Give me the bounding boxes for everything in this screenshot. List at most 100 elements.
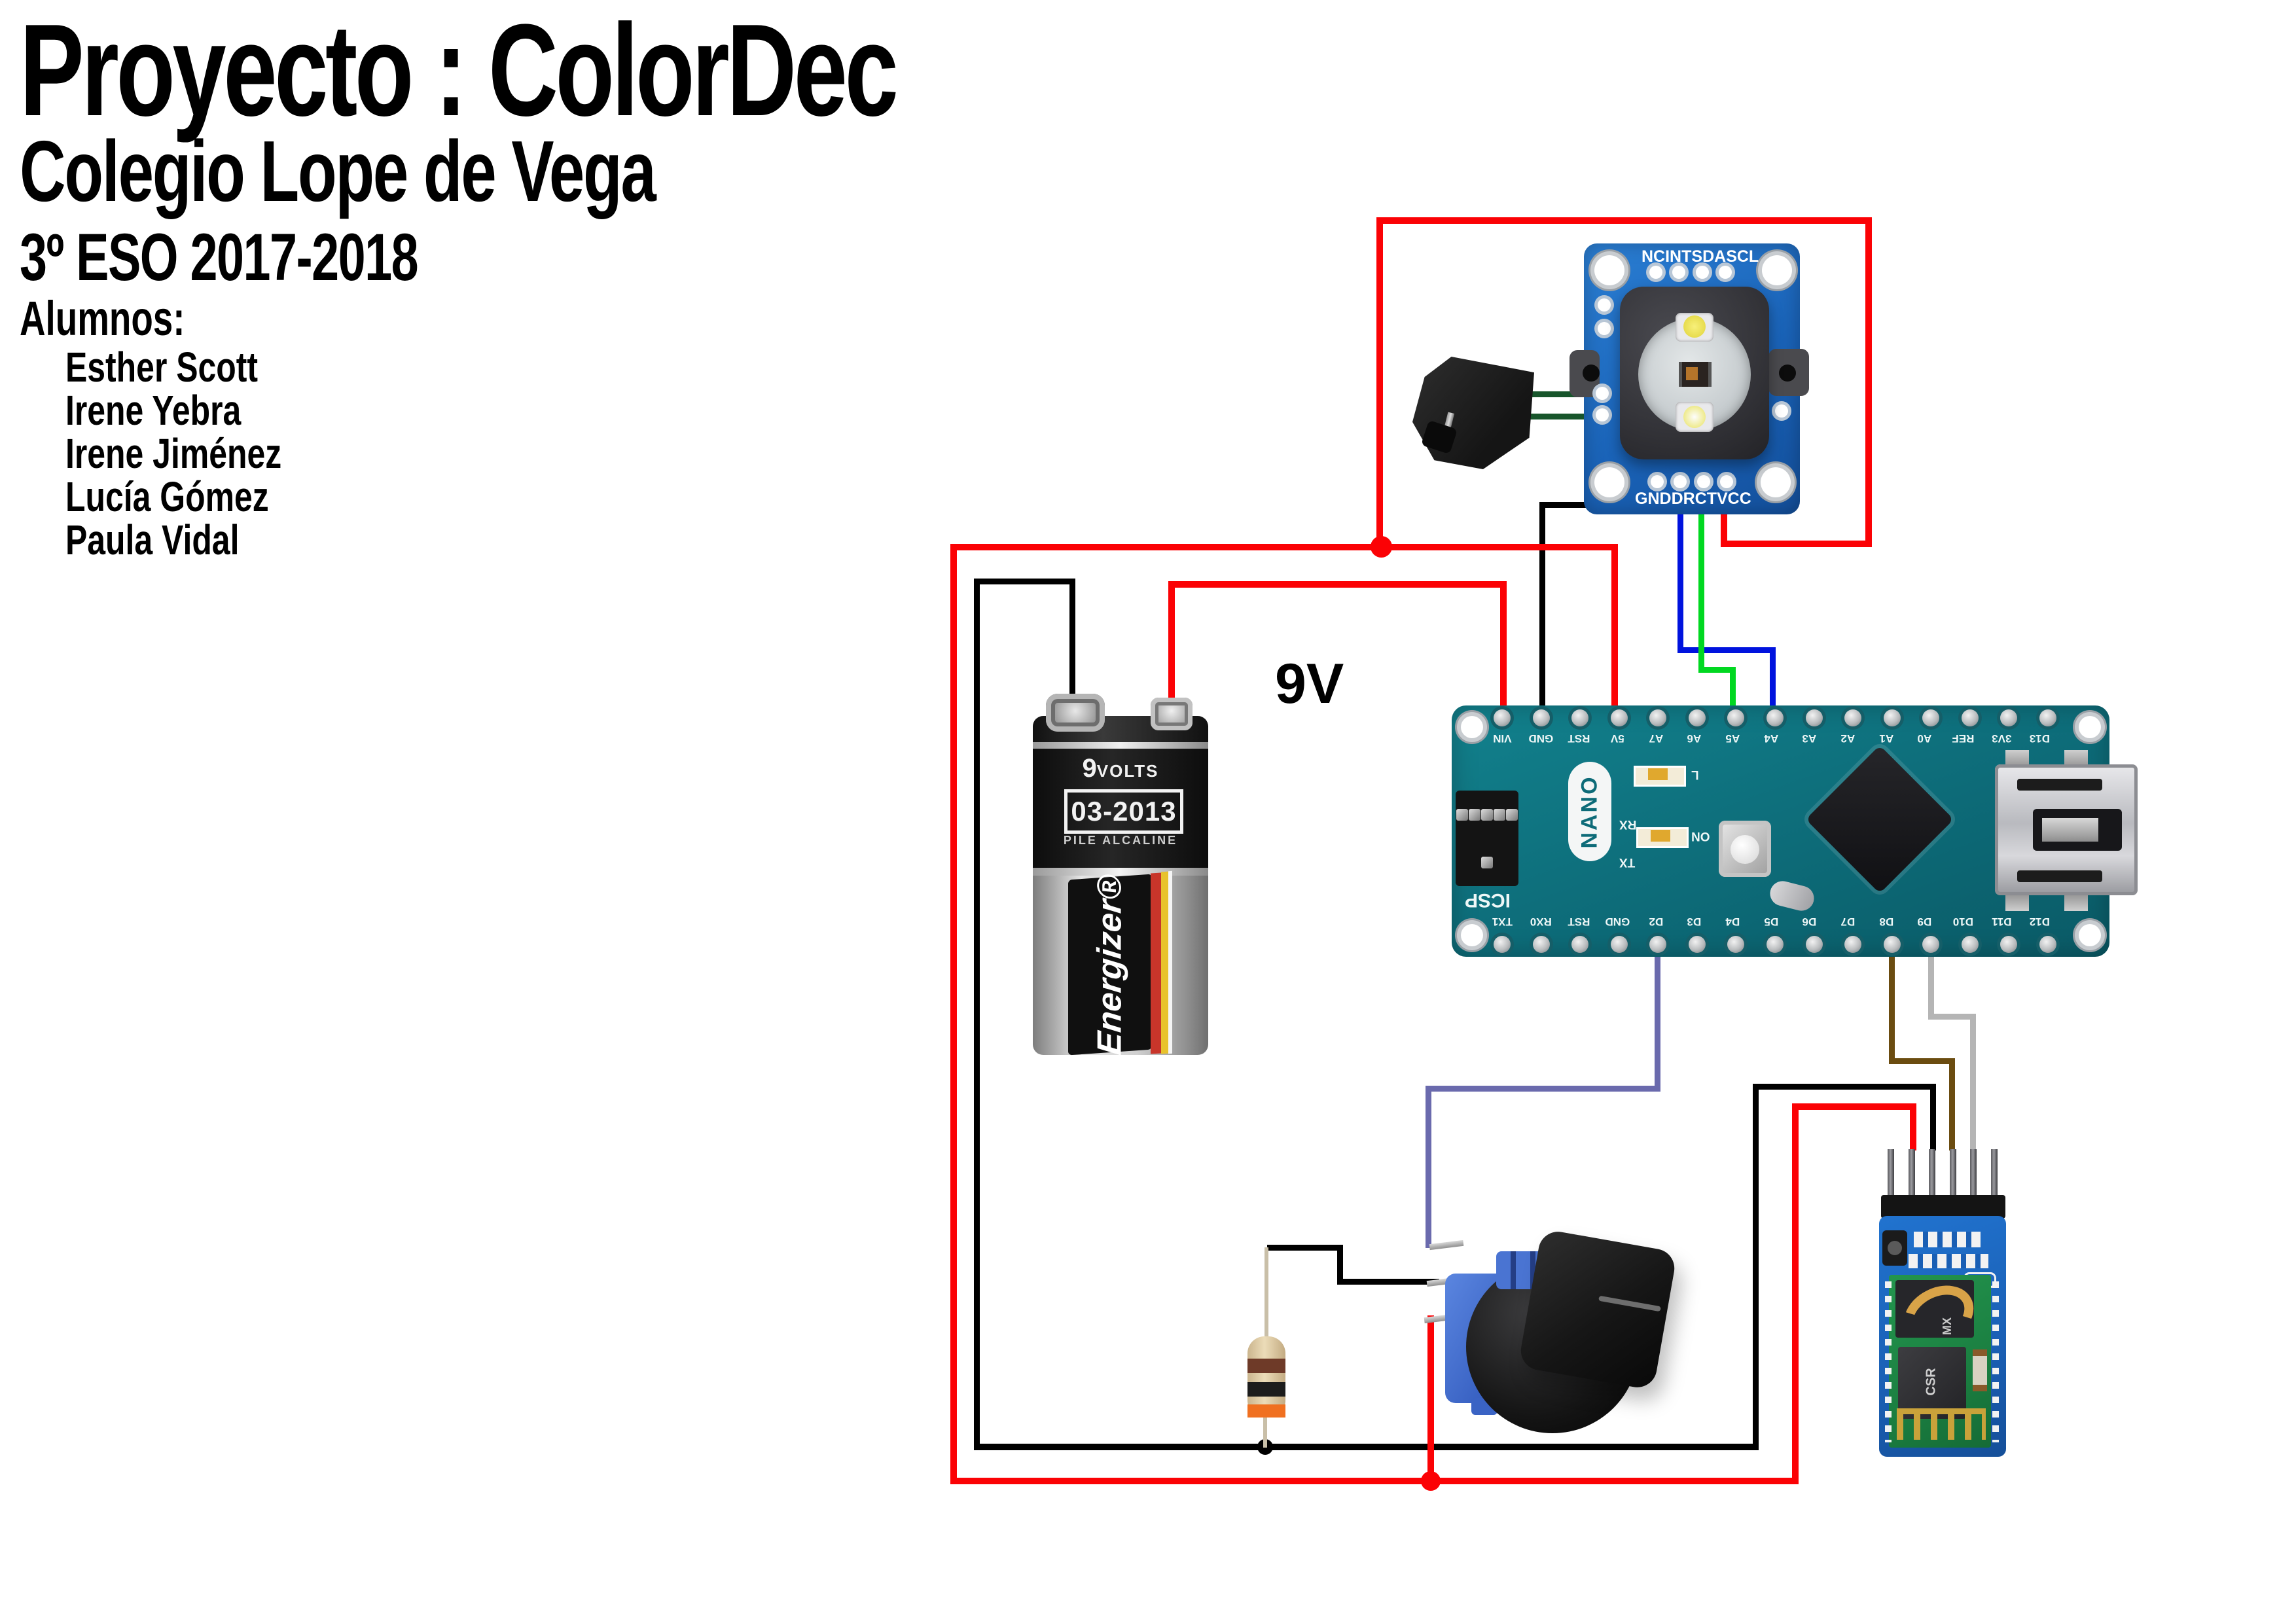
list-item-label: GND [1528,732,1553,745]
icsp-pin [1506,808,1518,821]
pin [1649,266,1662,279]
wire-red-vin-drop [1500,581,1507,712]
list-item-label: GND [1635,490,1672,508]
school-name: Colegio Lope de Vega [20,123,656,219]
battery-date-box: 03-2013 [1064,789,1183,834]
list-item-label: SDA [1691,247,1727,266]
pin [1672,266,1686,279]
list-item-label: D9 [1917,916,1932,928]
wire-red-frame-left [1376,217,1383,551]
list-item-label: Irene Jiménez [65,430,282,477]
list-item-label: INT [1665,247,1692,266]
battery-rim-2 [1033,868,1208,876]
wire-red-button-drop [1427,1315,1434,1484]
wire-resistor-top-horizontal [1267,1245,1343,1251]
wire-jumper-top [1525,391,1602,397]
pin [1766,709,1784,726]
icsp-pin [1494,808,1506,821]
nano-model-label: NANO [1577,774,1602,849]
pin [1844,936,1862,953]
wire-ground-left-frame [974,579,980,1450]
wire-d8-vertical [1889,953,1895,1064]
list-item-label: A5 [1725,732,1740,745]
bt-pin-row [1888,1149,1998,1198]
nano-top-pin-row [1494,708,2056,728]
wire-red-bus-horizontal [950,544,1618,550]
pin [1883,709,1901,726]
pin [1922,936,1940,953]
wire-ct-drop-a5 [1730,667,1736,712]
list-item-label: SCL [1726,247,1759,266]
nano-led-l-die [1648,768,1668,780]
list-item-label: REF [1952,732,1975,745]
list-item-label: D11 [1991,916,2012,928]
sensor-side-hole [1598,298,1611,312]
list-item-label: A0 [1917,732,1932,745]
pin [1649,709,1667,726]
bt-header [1881,1195,2005,1219]
wire-red-bt-drop [1910,1103,1916,1150]
list-item-label: Esther Scott [65,344,259,391]
resistor-band-brown [1247,1359,1285,1373]
resistor-body [1247,1336,1285,1418]
bt-flash-chip [1895,1280,1974,1338]
wire-ground-bt-drop [1930,1084,1936,1150]
pin [2000,709,2018,726]
pin [1805,709,1823,726]
list-item-label: A3 [1802,732,1817,745]
list-item-label: A4 [1764,732,1778,745]
list-item-label: VIN [1493,732,1512,745]
page-title-text: Proyecto : ColorDec [20,0,899,143]
list-item-label: 3V3 [1991,732,2012,745]
pin [2039,709,2056,726]
button-pin [1429,1240,1464,1251]
wire-battery-neg-horizontal [974,579,1075,584]
list-item-label: TX1 [1492,916,1513,928]
wire-red-bt-horizontal [1792,1103,1916,1110]
icsp-pin [1480,808,1493,821]
wire-battery-pos-horizontal [1168,581,1507,588]
battery-brand-stripe-yellow [1161,871,1168,1054]
bt-module-pads-left [1885,1281,1892,1442]
pin [1970,1149,1977,1198]
wire-d9-drop [1970,1014,1976,1150]
list-item-label: D8 [1879,916,1893,928]
pin [1688,709,1706,726]
nano-icsp-header [1456,791,1518,886]
bt-antenna-bar [1897,1408,1986,1414]
pin [1494,936,1511,953]
resistor-lead-bottom [1263,1414,1267,1448]
battery-brand-text-wrap: Energizer® [1068,872,1152,1056]
nano-icsp-label: ICSP [1464,889,1511,911]
nano-usb-tab [2005,893,2029,911]
pin [1727,709,1745,726]
sensor-side-hole [1596,408,1609,421]
sensor-bottom-pin-holes [1651,474,1733,490]
nano-usb-socket-inner [2042,818,2098,842]
bt-module-pads-right [1992,1281,1999,1442]
pin [1719,475,1733,488]
pin [1718,266,1732,279]
sensor-top-pin-holes [1649,264,1732,280]
list-item-label: A7 [1649,732,1663,745]
nano-usb-tab [2064,893,2088,911]
page-title: Proyecto : ColorDec [20,5,1204,136]
wire-red-frame-top [1376,217,1872,224]
wire-sensor-vcc-horizontal [1721,541,1872,547]
bt-passive [1973,1349,1987,1391]
resistor-lead-top [1265,1247,1268,1340]
course-year: 3º ESO 2017-2018 [20,220,419,294]
pin [1651,475,1664,488]
pin [1805,936,1823,953]
battery-volts-word: VOLTS [1096,761,1159,781]
pin [1494,709,1511,726]
list-item-label: D7 [1840,916,1856,928]
list-item-label: A1 [1879,732,1893,745]
bt-antenna-zigzag [1897,1411,1986,1440]
wire-jumper-bottom [1520,414,1602,419]
battery-volts-label: 9VOLTS [1033,754,1208,783]
